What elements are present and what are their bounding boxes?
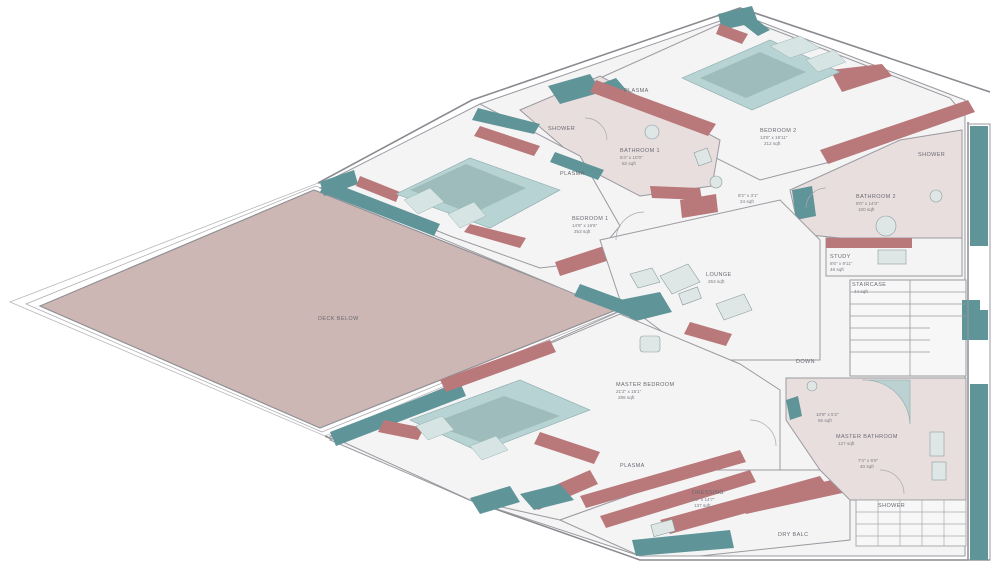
dressing-dims: 8'0" x 14'7" xyxy=(692,497,715,502)
bathroom-1-area: 82 sqft xyxy=(622,161,637,166)
bed-bedroom-1 xyxy=(395,157,561,229)
master-bedroom-dims: 21'2" x 15'1" xyxy=(616,389,642,394)
passage-area: 24 sqft xyxy=(740,199,755,204)
shower-master-label: SHOWER xyxy=(878,503,905,509)
bedroom-1-room xyxy=(320,103,621,276)
staircase-area: 44 sqft xyxy=(854,289,869,294)
bathroom-2-dims: 9'0" x 14'0" xyxy=(856,201,879,206)
master-bedroom-room xyxy=(328,313,781,521)
bedroom-2-area: 212 sqft xyxy=(764,141,781,146)
shower-master-area xyxy=(855,499,967,547)
shower-1-label: SHOWER xyxy=(548,126,575,132)
master-bedroom-label: MASTER BEDROOM xyxy=(616,382,674,388)
vanity-dims: 7'4" x 6'0" xyxy=(858,458,878,463)
bedroom-1-label: BEDROOM 1 xyxy=(572,216,609,222)
east-facade xyxy=(967,123,991,561)
dressing-area: 137 sqft xyxy=(694,503,711,508)
bedroom-1-area: 253 sqft xyxy=(574,229,591,234)
lounge-label: LOUNGE xyxy=(706,272,732,278)
staircase xyxy=(849,279,980,377)
shower-2-label: SHOWER xyxy=(918,152,945,158)
vanity-area: 40 sqft xyxy=(860,464,875,469)
bathroom-1-label: BATHROOM 1 xyxy=(620,148,660,154)
bathroom-2-area: 100 sqft xyxy=(858,207,875,212)
dressing-label: DRESSING xyxy=(692,490,724,496)
lounge-area: 253 sqft xyxy=(708,279,725,284)
plasma-bed1-label: PLASMA xyxy=(560,171,585,177)
plasma-master-label: PLASMA xyxy=(620,463,645,469)
dressing-room xyxy=(558,450,856,557)
bedroom-2-dims: 13'5" x 15'11" xyxy=(760,135,788,140)
study-label: STUDY xyxy=(830,254,851,260)
bathroom-1-dims: 5'4" x 10'0" xyxy=(620,155,643,160)
bathroom-2-label: BATHROOM 2 xyxy=(856,194,896,200)
master-bathroom-area: 127 sqft xyxy=(838,441,855,446)
bedroom-2-label: BEDROOM 2 xyxy=(760,128,797,134)
study-area: 46 sqft xyxy=(830,267,845,272)
bed-master xyxy=(409,379,591,461)
staircase-label: STAIRCASE xyxy=(852,282,886,288)
bed-bedroom-2 xyxy=(681,35,847,111)
wc-area: 55 sqft xyxy=(818,418,833,423)
master-bathroom-room xyxy=(785,377,967,501)
plasma-top-label: PLASMA xyxy=(624,88,649,94)
deck-below-label: DECK BELOW xyxy=(318,316,359,322)
study-dims: 8'6" x 9'11" xyxy=(830,261,853,266)
bathroom-1-room xyxy=(519,74,721,197)
dry-balc-label: DRY BALC xyxy=(778,532,809,538)
bedroom-1-dims: 14'6" x 16'6" xyxy=(572,223,598,228)
master-bedroom-area: 286 sqft xyxy=(618,395,635,400)
wc-dims: 10'8" x 5'2" xyxy=(816,412,839,417)
master-bathroom-label: MASTER BATHROOM xyxy=(836,434,898,440)
down-label: DOWN xyxy=(796,359,815,365)
study-room xyxy=(825,237,963,277)
passage-dims: 8'2" x 3'1" xyxy=(738,193,758,198)
lounge-room xyxy=(574,199,821,381)
